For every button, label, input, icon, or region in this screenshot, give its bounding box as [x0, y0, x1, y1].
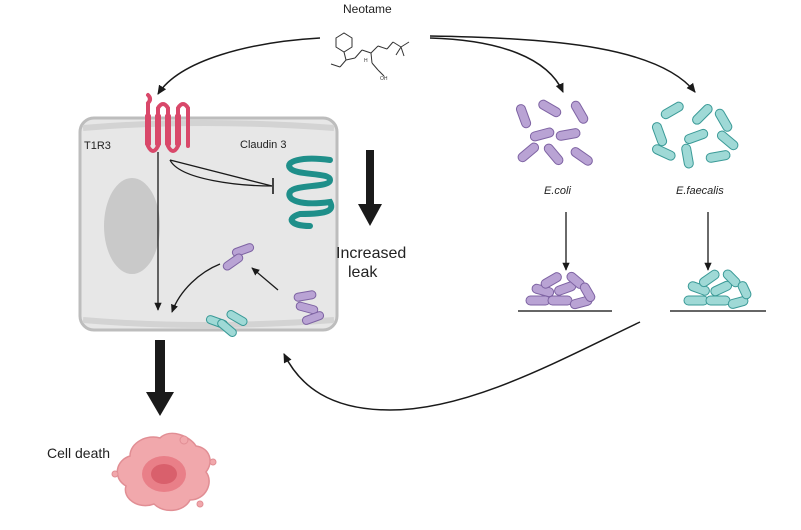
ecoli-bacteria — [515, 99, 593, 166]
claudin-3 — [286, 155, 335, 229]
efaecalis-bacteria — [651, 101, 739, 169]
svg-text:H: H — [364, 58, 368, 64]
arrow-biofilm-to-cell — [283, 321, 641, 411]
bacteria-in-cell — [205, 243, 325, 337]
arrow-neotame-to-receptor — [157, 37, 321, 95]
dead-cell — [111, 432, 217, 512]
efaecalis-label: E.faecalis — [676, 185, 724, 197]
arrow-neotame-to-ecoli — [429, 37, 564, 93]
arrow-bacteria-up — [251, 267, 279, 291]
claudin-label: Claudin 3 — [240, 139, 287, 151]
t1r3-segments — [145, 114, 181, 146]
arrow-neotame-to-efaecalis — [429, 35, 696, 93]
leak-label: leak — [348, 264, 378, 281]
neotame-molecule: H OH — [330, 32, 410, 82]
cell-death-label: Cell death — [47, 445, 111, 461]
cell-nucleus — [104, 178, 160, 274]
epithelial-cell — [78, 116, 339, 332]
efaecalis-biofilm — [670, 269, 766, 312]
arrow-bacteria-to-center — [171, 263, 221, 313]
inhibition-to-claudin — [169, 159, 273, 187]
increased-leak-arrow — [358, 150, 382, 226]
svg-text:OH: OH — [380, 76, 388, 82]
cell-death-arrow — [146, 340, 174, 416]
ecoli-biofilm — [518, 271, 612, 312]
ecoli-label: E.coli — [544, 185, 571, 197]
increased-label: Increased — [336, 245, 407, 262]
t1r3-label: T1R3 — [84, 140, 111, 152]
neotame-label: Neotame — [343, 2, 392, 16]
